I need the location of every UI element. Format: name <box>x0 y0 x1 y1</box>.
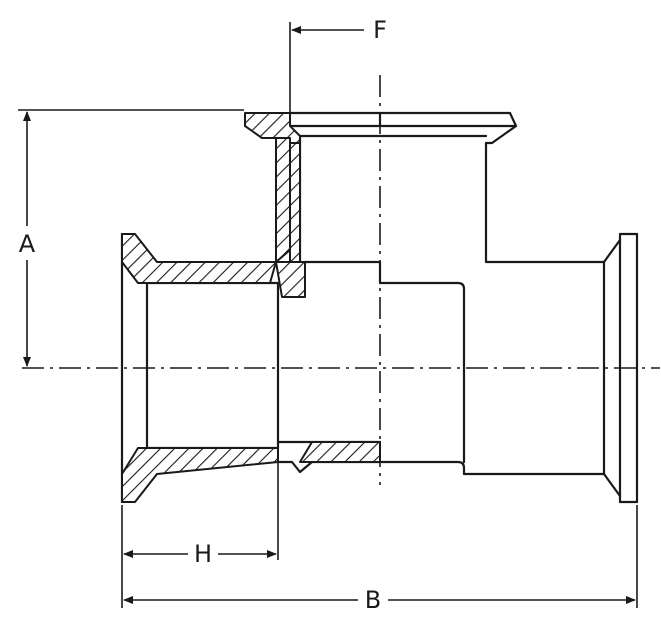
dimension-h: H <box>121 448 279 608</box>
dimension-f-label: F <box>373 16 387 44</box>
dimension-f: F <box>289 16 387 113</box>
branch-wall-inner-section <box>289 142 301 263</box>
dimension-b-label: B <box>365 586 381 614</box>
dimension-a-label: A <box>19 230 36 258</box>
branch-wall-section <box>275 137 291 263</box>
center-lines <box>22 75 660 485</box>
left-ferrule-lower-section <box>121 447 279 503</box>
section-hatching <box>121 112 381 503</box>
dimension-b: B <box>123 505 638 614</box>
shoulder-section <box>275 261 306 298</box>
dimension-a: A <box>18 109 244 367</box>
dimension-h-label: H <box>194 540 212 568</box>
run-lower-wall-section <box>299 441 381 463</box>
top-ferrule-section <box>244 112 301 144</box>
left-ferrule-upper-section <box>121 233 277 284</box>
